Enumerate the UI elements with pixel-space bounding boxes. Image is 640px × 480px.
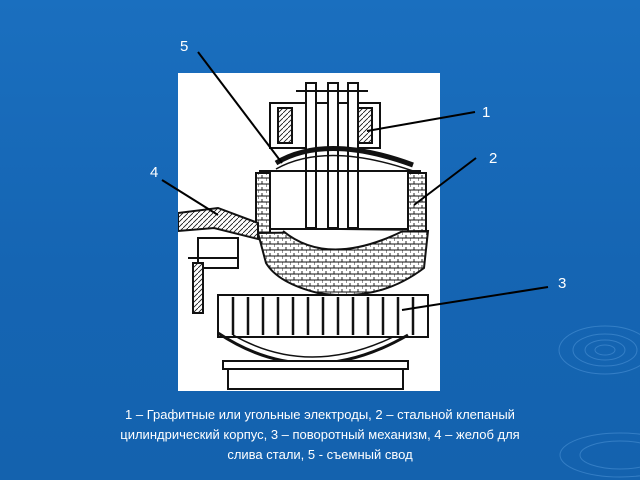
leader-line-2: [413, 157, 477, 206]
label-3: 3: [558, 275, 567, 292]
label-1: 1: [482, 104, 491, 121]
label-5: 5: [180, 38, 189, 55]
figure-caption: 1 – Графитные или угольные электроды, 2 …: [70, 405, 570, 465]
caption-line: цилиндрический корпус, 3 – поворотный ме…: [120, 427, 520, 442]
leader-line-5: [197, 51, 283, 164]
leader-line-1: [366, 111, 476, 132]
leader-line-3: [401, 286, 549, 311]
leader-line-4: [161, 179, 219, 216]
label-2: 2: [489, 150, 498, 167]
caption-line: 1 – Графитные или угольные электроды, 2 …: [125, 407, 515, 422]
label-4: 4: [150, 164, 159, 181]
caption-line: слива стали, 5 - съемный свод: [227, 447, 413, 462]
furnace-drawing: [177, 82, 430, 390]
